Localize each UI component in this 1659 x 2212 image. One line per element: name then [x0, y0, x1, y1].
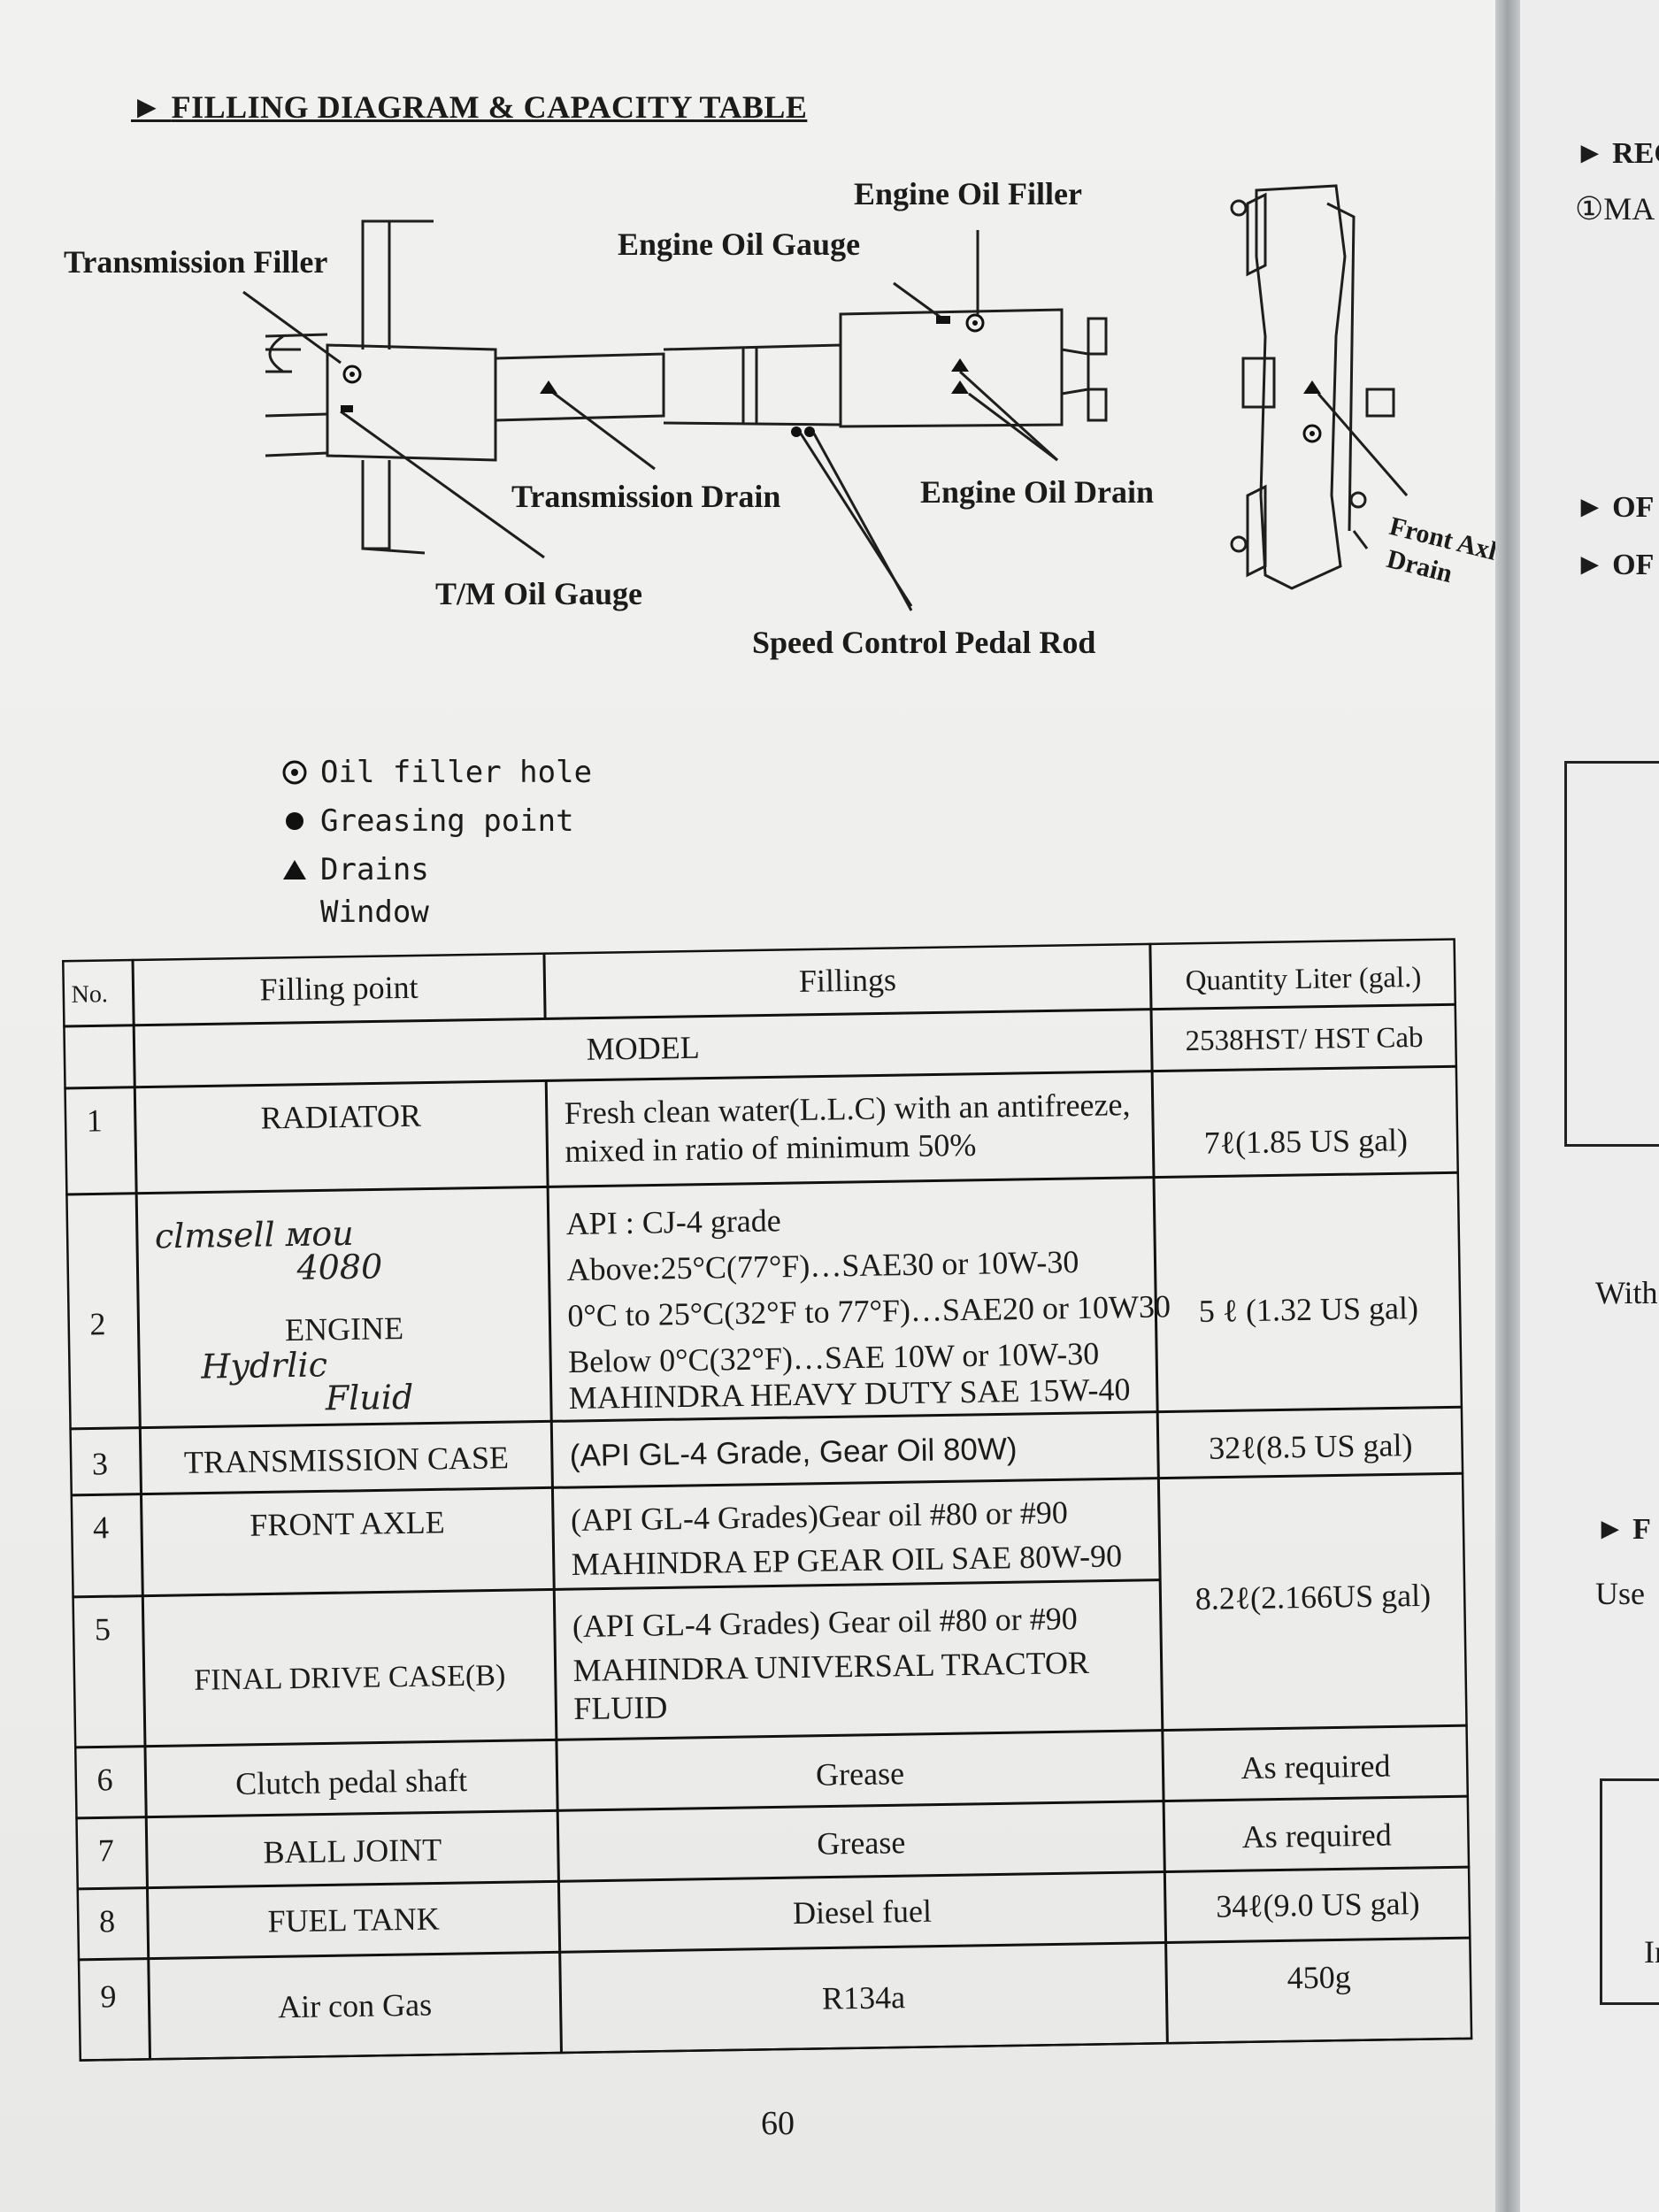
row1-point: RADIATOR — [260, 1097, 422, 1136]
row3-qty: 32ℓ(8.5 US gal) — [1208, 1427, 1413, 1466]
legend-oil-filler-hole: Oil filler hole — [281, 748, 592, 796]
label-transmission-drain: Transmission Drain — [511, 479, 781, 514]
row2-point: ENGINE — [284, 1310, 404, 1348]
next-page-box — [1600, 1778, 1659, 2005]
label-tm-oil-gauge: T/M Oil Gauge — [435, 576, 642, 611]
next-page-heading-2: ► OF — [1575, 491, 1655, 524]
row6-no: 6 — [96, 1762, 113, 1798]
row2-fill2: Above:25°C(77°F)…SAE30 or 10W-30 — [566, 1243, 1079, 1288]
header-no: No. — [71, 980, 109, 1009]
legend-greasing-point-label: Greasing point — [320, 803, 574, 839]
label-engine-oil-gauge: Engine Oil Gauge — [618, 227, 861, 262]
handwritten-note-line2: 4080 — [296, 1247, 383, 1287]
oil-filler-hole-icon — [281, 759, 320, 786]
label-engine-oil-drain: Engine Oil Drain — [920, 474, 1155, 510]
row8-no: 8 — [98, 1903, 116, 1939]
row2-no: 2 — [89, 1306, 106, 1342]
row5-point: FINAL DRIVE CASE(B) — [194, 1659, 506, 1697]
diagram-legend: Oil filler hole Greasing point Drains Wi… — [281, 748, 592, 931]
header-quantity: Quantity Liter (gal.) — [1185, 961, 1422, 998]
next-page-heading-1: ► REC — [1575, 137, 1659, 170]
label-engine-oil-filler: Engine Oil Filler — [854, 176, 1082, 211]
legend-drains-label: Drains — [320, 851, 429, 887]
row4-5-qty: 8.2ℓ(2.166US gal) — [1194, 1577, 1432, 1617]
legend-greasing-point: Greasing point — [281, 796, 592, 845]
next-page-heading-3: ► OF — [1575, 549, 1655, 581]
table-grid — [62, 938, 1473, 2062]
label-speed-control-pedal-rod: Speed Control Pedal Rod — [752, 625, 1096, 660]
row4-fill1: (API GL-4 Grades)Gear oil #80 or #90 — [570, 1494, 1069, 1539]
row1-qty: 7ℓ(1.85 US gal) — [1203, 1122, 1409, 1161]
row6-point: Clutch pedal shaft — [234, 1762, 468, 1802]
row4-point: FRONT AXLE — [250, 1504, 446, 1543]
next-page-heading-4: ► F — [1595, 1513, 1651, 1546]
legend-oil-filler-hole-label: Oil filler hole — [320, 754, 593, 790]
capacity-table: No. Filling point Fillings Quantity Lite… — [62, 938, 1473, 2062]
row8-qty: 34ℓ(9.0 US gal) — [1216, 1886, 1420, 1924]
legend-window-label: Window — [320, 895, 429, 930]
next-page-text-3: Use — [1595, 1576, 1645, 1611]
section-title-text: FILLING DIAGRAM & CAPACITY TABLE — [171, 89, 808, 125]
next-page-edge: ► REC ①MA ► OF ► OF With ► F Use In — [1520, 0, 1659, 2212]
manual-page: ► FILLING DIAGRAM & CAPACITY TABLE — [0, 0, 1511, 2212]
legend-drains: Drains — [281, 845, 592, 894]
row3-fill1: (API GL-4 Grade, Gear Oil 80W) — [569, 1432, 1018, 1474]
handwritten-note-line3: Hydrlic — [200, 1345, 328, 1386]
row8-point: FUEL TANK — [267, 1901, 440, 1939]
tractor-filling-diagram — [242, 184, 1409, 611]
row6-qty: As required — [1240, 1747, 1391, 1786]
row3-no: 3 — [91, 1446, 109, 1482]
row2-qty: 5 ℓ (1.32 US gal) — [1198, 1289, 1419, 1329]
model-value: 2538HST/ HST Cab — [1185, 1021, 1424, 1058]
row5-fill3: FLUID — [573, 1689, 668, 1727]
greasing-point-icon — [281, 808, 320, 834]
next-page-text-4: In — [1644, 1934, 1659, 1970]
row9-no: 9 — [100, 1978, 117, 2015]
header-filling-point: Filling point — [259, 969, 419, 1008]
next-page-figure — [1564, 761, 1659, 1147]
row2-fill1: API : CJ-4 grade — [565, 1202, 782, 1242]
row5-fill2: MAHINDRA UNIVERSAL TRACTOR — [572, 1644, 1090, 1689]
handwritten-note-line4: Fluid — [325, 1377, 414, 1418]
row9-point: Air con Gas — [277, 1986, 433, 2025]
row3-point: TRANSMISSION CASE — [183, 1440, 510, 1480]
row7-qty: As required — [1241, 1816, 1392, 1855]
label-transmission-filler: Transmission Filler — [64, 244, 328, 280]
legend-window: Window — [281, 894, 592, 931]
drain-triangle-icon — [281, 856, 320, 883]
row5-no: 5 — [94, 1611, 111, 1647]
book-gutter — [1495, 0, 1520, 2212]
row1-fill2: mixed in ratio of minimum 50% — [565, 1126, 977, 1170]
row4-no: 4 — [92, 1509, 110, 1546]
section-title: ► FILLING DIAGRAM & CAPACITY TABLE — [131, 89, 808, 125]
row9-qty: 450g — [1286, 1959, 1352, 1996]
next-page-text-2: With — [1595, 1275, 1658, 1310]
row5-fill1: (API GL-4 Grades) Gear oil #80 or #90 — [572, 1601, 1079, 1645]
row1-no: 1 — [86, 1102, 104, 1139]
next-page-text-1: ①MA — [1575, 191, 1655, 227]
page-number: 60 — [761, 2105, 795, 2142]
row7-no: 7 — [97, 1832, 115, 1869]
row7-point: BALL JOINT — [263, 1832, 442, 1870]
